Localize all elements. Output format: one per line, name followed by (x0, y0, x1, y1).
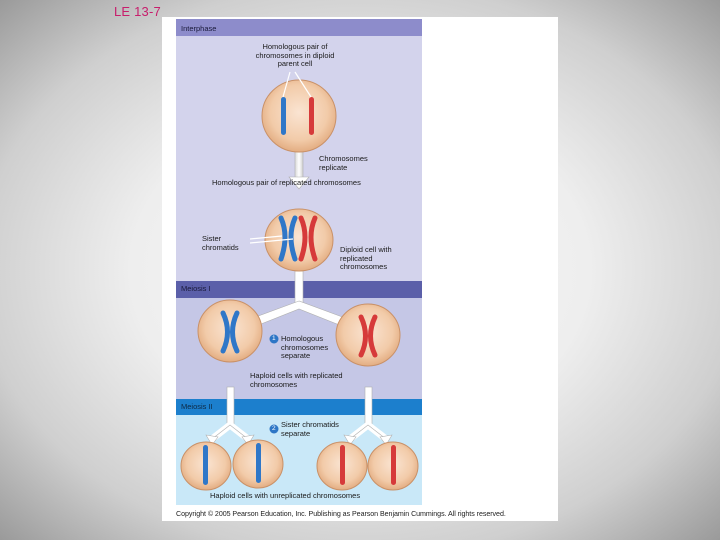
replicated-chromosome-red (298, 215, 318, 262)
label-sister-separate: Sister chromatids separate (281, 420, 339, 438)
label-diploid-cell: Diploid cell with replicated chromosomes (340, 245, 392, 272)
meiosis-diagram (176, 19, 422, 505)
chromosome-red (309, 97, 314, 135)
label-sister-chromatids: Sister chromatids (202, 234, 239, 252)
stage-meiosis-1: Meiosis I (181, 284, 211, 293)
label-homologous-pair: Homologous pair of chromosomes in diploi… (255, 42, 335, 69)
haploid-cell-red (335, 303, 401, 367)
meiosis-figure: Interphase Meiosis I Meiosis II Homologo… (162, 17, 558, 521)
step-1-number: 1 (272, 335, 276, 342)
step-2-badge (269, 424, 279, 434)
arrow-meiosis2-right (343, 386, 393, 446)
interphase-band (176, 19, 422, 36)
label-haploid-replicated: Haploid cells with replicated chromosome… (250, 371, 343, 389)
gamete-cell-3 (316, 441, 368, 491)
gamete-cell-2 (232, 439, 284, 489)
diploid-cell (264, 208, 334, 272)
parent-cell (261, 79, 337, 153)
label-haploid-unreplicated: Haploid cells with unreplicated chromoso… (210, 491, 361, 500)
replicated-chromosome-blue (278, 215, 298, 262)
gamete-cell-4 (367, 441, 419, 491)
arrow-meiosis2-left (205, 386, 255, 446)
meiosis2-band (176, 399, 422, 415)
step-2-number: 2 (272, 425, 276, 432)
copyright-notice: Copyright © 2005 Pearson Education, Inc.… (176, 510, 506, 518)
step-1-badge (269, 334, 279, 344)
stage-interphase: Interphase (181, 24, 217, 33)
label-homologous-pair-replicated: Homologous pair of replicated chromosome… (212, 178, 361, 187)
haploid-cell-blue (197, 299, 263, 363)
slide-title: LE 13-7 (114, 4, 161, 19)
arrow-replicate (288, 138, 310, 190)
gamete-cell-1 (180, 441, 232, 491)
chromosome-blue (281, 97, 286, 135)
label-chromosomes-replicate: Chromosomes replicate (319, 154, 368, 172)
label-homologous-separate: Homologous chromosomes separate (281, 334, 329, 361)
stage-meiosis-2: Meiosis II (181, 402, 213, 411)
